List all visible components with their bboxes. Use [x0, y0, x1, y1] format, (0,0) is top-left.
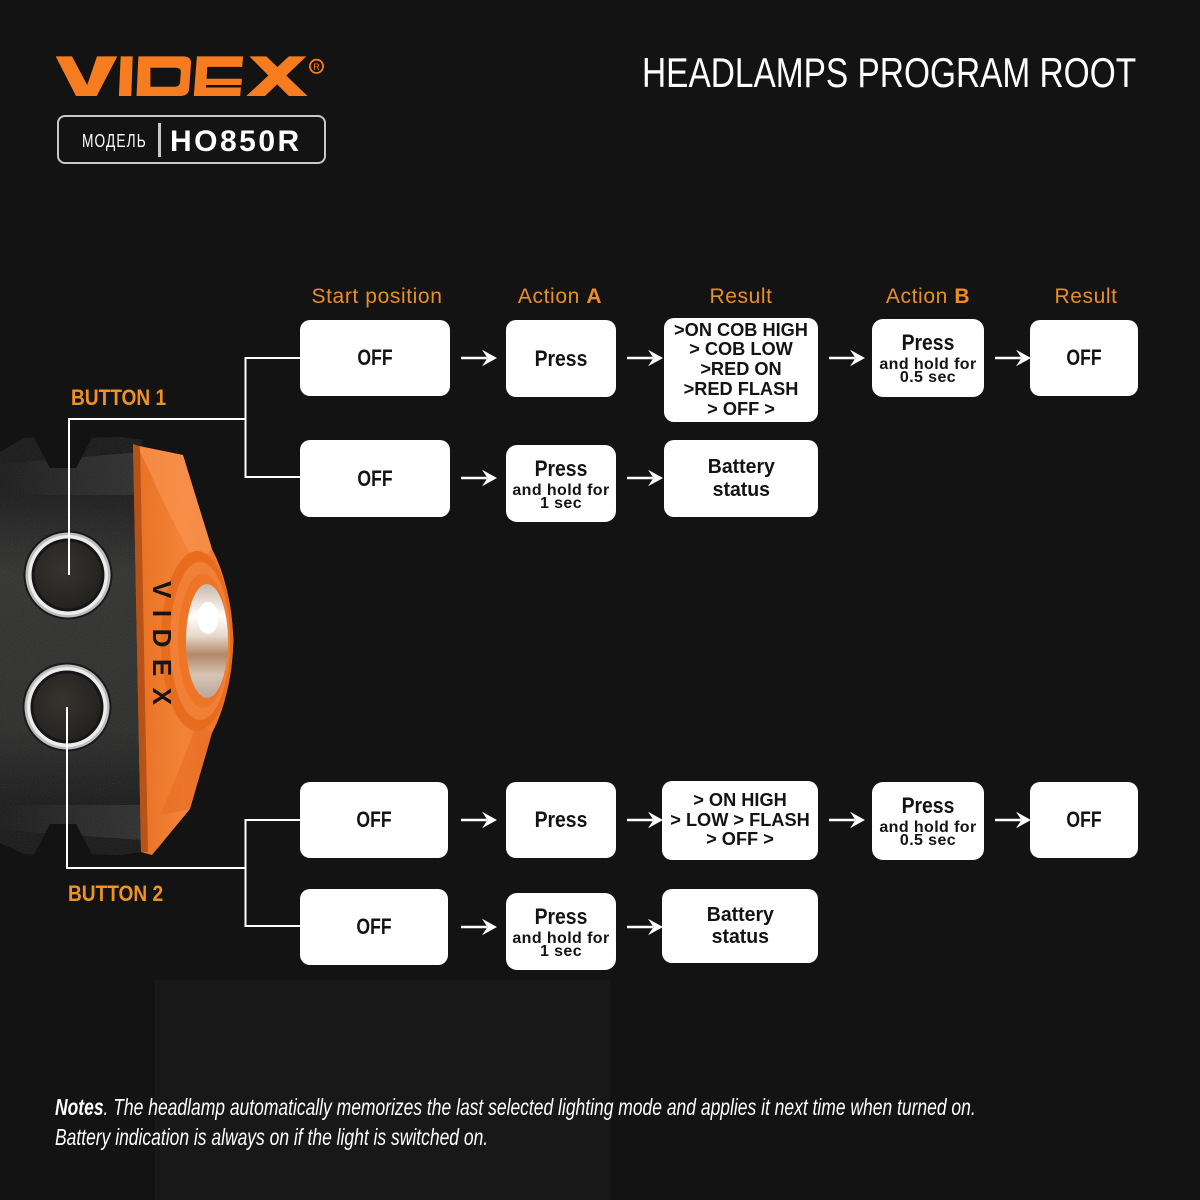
- svg-text:VIDEX: VIDEX: [147, 581, 177, 717]
- svg-text:R: R: [313, 62, 320, 72]
